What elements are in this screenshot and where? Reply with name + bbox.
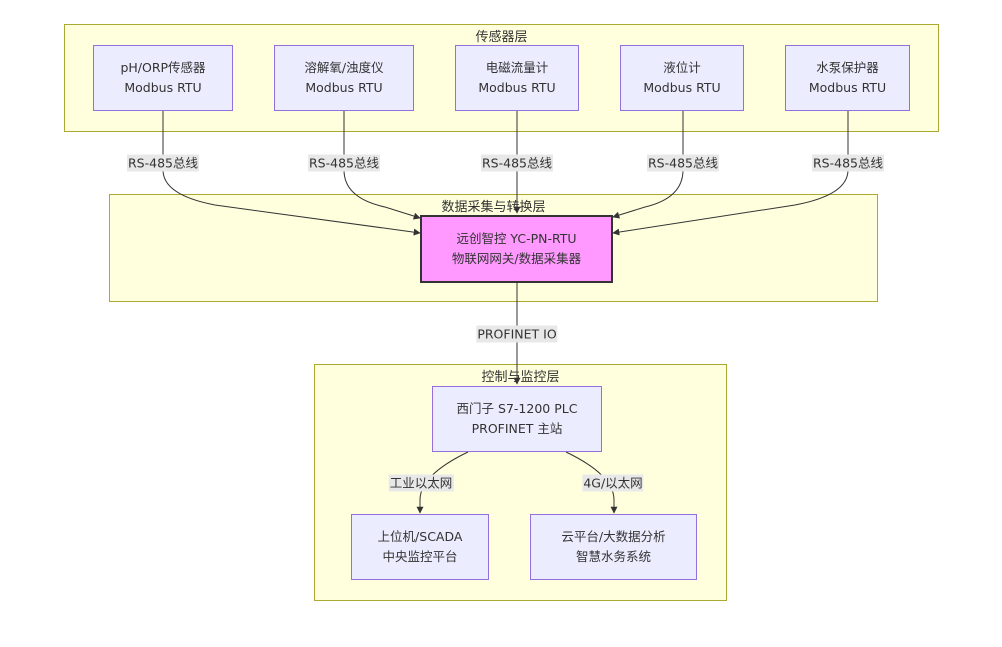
node-cloud-line2: 智慧水务系统 — [575, 549, 651, 564]
edge-label-rs485-ph: RS-485总线 — [127, 154, 199, 172]
node-gateway-line1: 远创智控 YC-PN-RTU — [456, 231, 577, 246]
edge-label-4g-ethernet: 4G/以太网 — [582, 474, 644, 492]
node-plc: 西门子 S7-1200 PLC PROFINET 主站 — [432, 386, 602, 452]
node-scada: 上位机/SCADA 中央监控平台 — [351, 514, 489, 580]
edge-label-industrial-ethernet: 工业以太网 — [388, 474, 454, 492]
node-do-turbidity-line1: 溶解氧/浊度仪 — [304, 60, 384, 75]
node-pump-protector: 水泵保护器 Modbus RTU — [785, 45, 910, 111]
node-plc-line1: 西门子 S7-1200 PLC — [456, 401, 578, 416]
node-flowmeter-line2: Modbus RTU — [478, 80, 556, 95]
edge-label-rs485-pump: RS-485总线 — [812, 154, 884, 172]
edge-label-profinet: PROFINET IO — [476, 325, 558, 343]
node-gateway: 远创智控 YC-PN-RTU 物联网网关/数据采集器 — [420, 215, 613, 283]
edge-label-rs485-do: RS-485总线 — [308, 154, 380, 172]
node-do-turbidity-line2: Modbus RTU — [305, 80, 383, 95]
node-pump-protector-line2: Modbus RTU — [808, 80, 887, 95]
control-layer-title: 控制与监控层 — [481, 370, 560, 385]
edge-ph-to-gateway — [162, 111, 421, 236]
node-ph-orp-line2: Modbus RTU — [124, 80, 202, 95]
node-ph-orp-line1: pH/ORP传感器 — [120, 60, 206, 75]
node-level-meter-line2: Modbus RTU — [643, 80, 721, 95]
node-level-meter: 液位计 Modbus RTU — [620, 45, 744, 111]
edge-label-rs485-level: RS-485总线 — [647, 154, 719, 172]
node-do-turbidity-meter: 溶解氧/浊度仪 Modbus RTU — [274, 45, 414, 111]
edge-pump-to-gateway — [612, 111, 849, 236]
node-cloud-platform: 云平台/大数据分析 智慧水务系统 — [530, 514, 697, 580]
node-flowmeter-line1: 电磁流量计 — [485, 60, 549, 75]
edge-label-rs485-flow: RS-485总线 — [481, 154, 553, 172]
sensor-layer-title: 传感器层 — [475, 30, 528, 45]
node-pump-protector-line1: 水泵保护器 — [816, 60, 879, 75]
node-flowmeter: 电磁流量计 Modbus RTU — [455, 45, 579, 111]
node-ph-orp-sensor: pH/ORP传感器 Modbus RTU — [93, 45, 233, 111]
node-cloud-line1: 云平台/大数据分析 — [561, 529, 666, 544]
node-gateway-line2: 物联网网关/数据采集器 — [451, 251, 582, 266]
node-scada-line2: 中央监控平台 — [382, 549, 458, 564]
node-level-meter-line1: 液位计 — [663, 60, 701, 75]
node-scada-line1: 上位机/SCADA — [377, 529, 463, 544]
node-plc-line2: PROFINET 主站 — [471, 421, 563, 436]
